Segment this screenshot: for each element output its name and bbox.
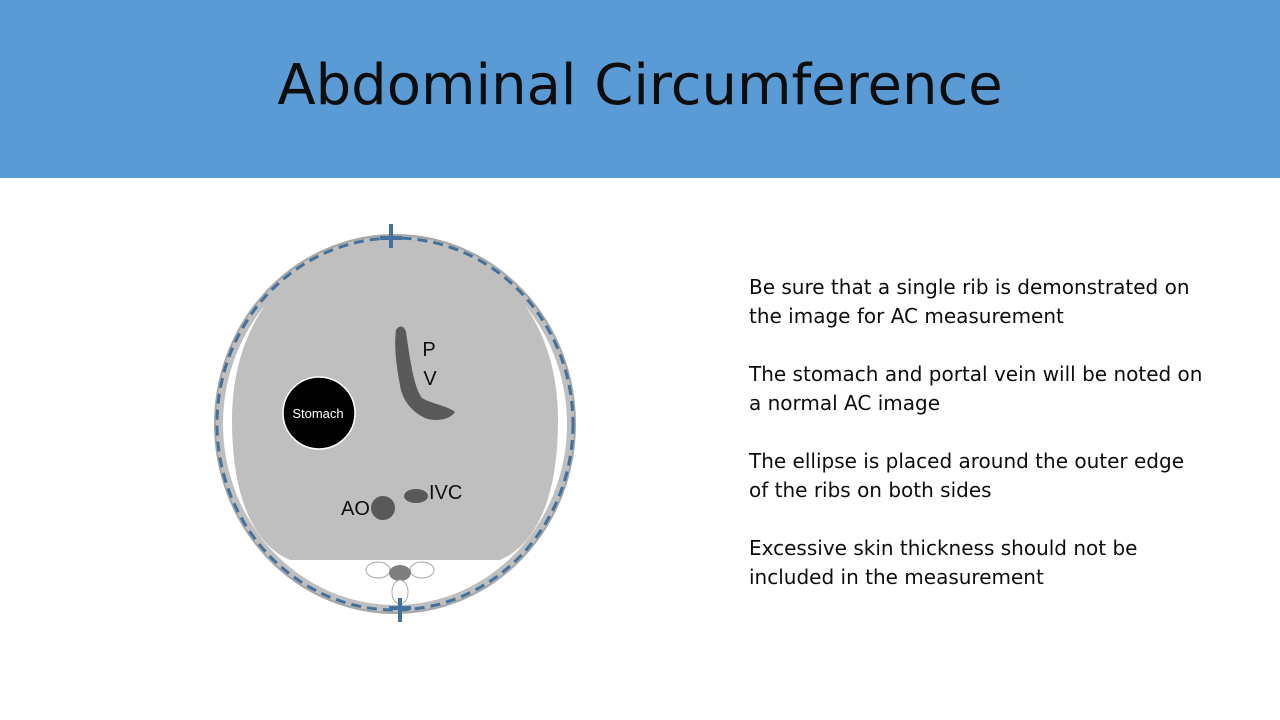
note-item: The ellipse is placed around the outer e… xyxy=(749,449,1184,502)
note-item: Be sure that a single rib is demonstrate… xyxy=(749,275,1190,328)
vertebra-right xyxy=(409,561,435,579)
top-caliper xyxy=(380,224,402,248)
ivc-label: IVC xyxy=(429,482,462,504)
portal-vein xyxy=(395,326,455,420)
vertebra-left xyxy=(365,561,391,579)
abdominal-cavity xyxy=(232,243,558,560)
ivc xyxy=(404,489,428,503)
pv-label-p: P xyxy=(422,339,435,361)
bottom-caliper xyxy=(389,598,411,622)
pv-label-v: V xyxy=(423,368,437,390)
stomach-label: Stomach xyxy=(292,406,343,421)
note-item: Excessive skin thickness should not be i… xyxy=(749,536,1138,589)
title-banner xyxy=(0,0,1280,178)
notes-list: Be sure that a single rib is demonstrate… xyxy=(749,273,1209,621)
note-item: The stomach and portal vein will be note… xyxy=(749,362,1203,415)
stomach xyxy=(282,376,356,450)
aorta xyxy=(371,496,395,520)
slide-title: Abdominal Circumference xyxy=(277,53,1003,118)
ao-label: AO xyxy=(341,498,370,520)
vertebral-body xyxy=(389,565,411,581)
